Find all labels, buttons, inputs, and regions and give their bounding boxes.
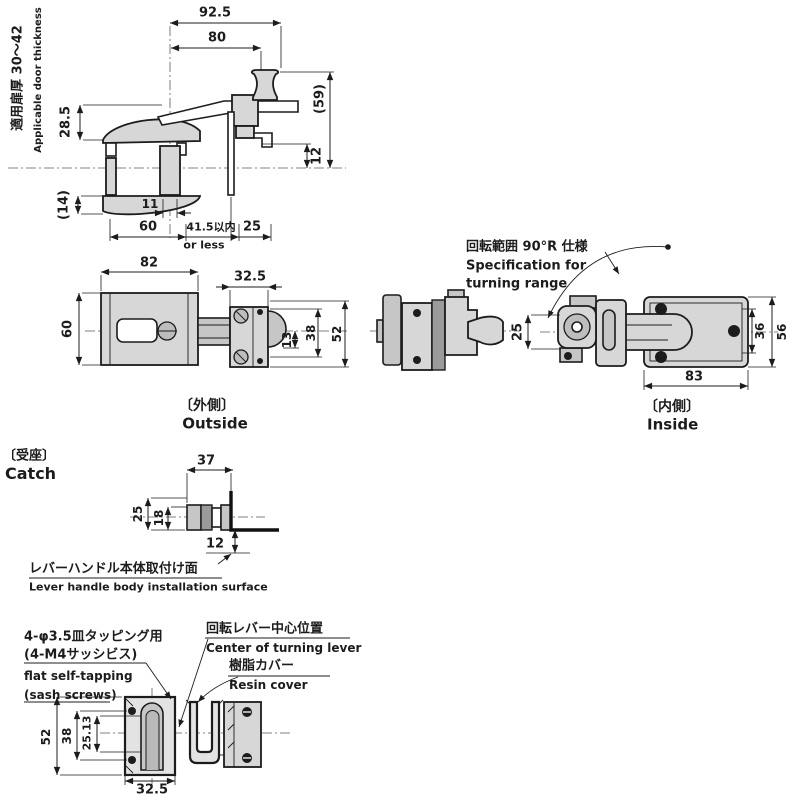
center-of-lever-note-en: Center of turning lever — [206, 641, 362, 655]
installation-surface-note-jp: レバーハンドル本体取付け面 — [29, 561, 198, 577]
inside-label-jp: 〔内側〕 — [644, 399, 700, 415]
dim-or-less-note: or less — [183, 238, 225, 252]
dim-outside-plate-height: 60 — [60, 319, 76, 339]
dim-catch-inner-height: 18 — [152, 509, 166, 527]
dim-arm-height: 28.5 — [58, 105, 74, 139]
outside-label-en: Outside — [182, 414, 248, 433]
dim-inside-plate-width: 83 — [684, 369, 704, 385]
dim-outside-roller-height: 13 — [280, 331, 294, 349]
dim-bottom-inner-heights: 25.13 — [80, 715, 94, 751]
dim-outside-bracket-height: 38 — [304, 324, 318, 342]
dim-handle-height: (59) — [312, 84, 328, 114]
dim-bolt-offset: 11 — [141, 197, 159, 211]
dim-offset-12: 12 — [309, 146, 325, 166]
dim-catch-offset: 12 — [205, 536, 225, 552]
dim-handle-width: 80 — [207, 30, 227, 46]
dim-catch-width: 37 — [196, 453, 216, 469]
dim-inside-overall-height: 56 — [775, 323, 789, 341]
dim-plate-width: 60 — [138, 219, 158, 235]
dim-bottom-hole-pitch: 38 — [60, 727, 74, 745]
resin-cover-note-jp: 樹脂カバー — [229, 658, 295, 674]
catch-label-en: Catch — [5, 464, 57, 483]
turning-range-note-en2: turning range — [466, 276, 568, 292]
screws-note-en1: flat self-tapping — [24, 669, 133, 683]
dim-bottom-width: 32.5 — [135, 782, 169, 798]
door-thickness-label-jp: 適用扉厚 30～42 — [10, 25, 26, 131]
dim-within-41-5: 41.5以内 — [186, 220, 236, 234]
catch-label-jp: 〔受座〕 — [3, 448, 56, 464]
turning-range-note-jp: 回転範囲 90°R 仕様 — [466, 239, 588, 255]
dim-plate-thickness: (14) — [56, 190, 72, 220]
screws-note-en2: (sash screws) — [24, 688, 117, 702]
dim-outside-bracket-width: 32.5 — [233, 269, 267, 285]
dim-outside-overall-height: 52 — [330, 325, 344, 343]
outside-label-jp: 〔外側〕 — [179, 398, 235, 414]
dim-overall-width: 92.5 — [198, 5, 232, 21]
inside-label-en: Inside — [647, 415, 699, 434]
screws-note-jp2: (4-M4サッシビス) — [24, 647, 138, 663]
installation-surface-note-en: Lever handle body installation surface — [29, 580, 268, 594]
turning-range-note-en1: Specification for — [466, 258, 587, 274]
dim-outside-plate-width: 82 — [139, 255, 159, 271]
dim-gap-25: 25 — [242, 219, 262, 235]
dim-inside-hub-height: 25 — [510, 322, 526, 342]
resin-cover-note-en: Resin cover — [229, 678, 308, 692]
dim-inside-inner-height: 36 — [753, 322, 767, 340]
dim-bottom-overall-height: 52 — [39, 728, 53, 746]
dim-catch-outer-height: 25 — [131, 505, 145, 523]
screws-note-jp1: 4-φ3.5皿タッピング用 — [24, 629, 163, 645]
door-thickness-label-en: Applicable door thickness — [33, 7, 44, 153]
center-of-lever-note-jp: 回転レバー中心位置 — [206, 621, 324, 637]
